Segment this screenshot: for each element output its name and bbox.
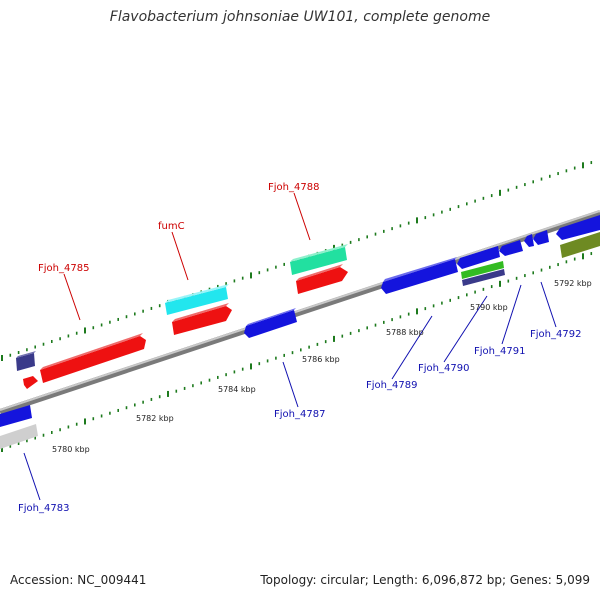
gene-fjoh-4785[interactable] [40,333,146,383]
gene-label-fjoh-4788: Fjoh_4788 [268,182,319,193]
gene-small-blue-4791[interactable] [524,234,534,247]
leader-fjoh-4792 [540,281,557,328]
gene-label-fjoh-4790: Fjoh_4790 [418,363,469,374]
scale-label-5782: 5782 kbp [136,414,174,423]
gene-fumc[interactable] [165,284,229,315]
gene-fjoh-4787[interactable] [244,308,297,338]
reverse-scale-ticks [1,252,593,452]
map-title: Flavobacterium johnsoniae UW101, complet… [109,9,491,25]
gene-red-under-fjoh-4788[interactable] [296,264,348,294]
genome-backbone [0,210,600,415]
leader-fjoh-4787 [282,361,299,408]
gene-fjoh-4790-green[interactable] [461,261,504,279]
scale-label-5786: 5786 kbp [302,355,340,364]
gene-fjoh-4790-navy[interactable] [462,269,505,286]
gene-fjoh-4783-silver[interactable] [0,424,38,449]
accession-text: Accession: NC_009441 [10,573,147,587]
scale-label-5780: 5780 kbp [52,445,90,454]
gene-fjoh-4789[interactable] [381,257,458,294]
gene-blue-right-edge[interactable] [556,215,600,240]
leader-fjoh-4791 [501,284,522,345]
leader-fjoh-4785 [63,273,81,321]
gene-fjoh-4791[interactable] [499,240,523,256]
leader-fjoh-4783 [23,452,41,501]
scale-label-5790: 5790 kbp [470,303,508,312]
gene-small-navy-forward[interactable] [16,351,36,371]
gene-fjoh-4788[interactable] [290,244,348,275]
gene-fjoh-4783-blue[interactable] [0,405,32,427]
scale-label-5792: 5792 kbp [554,279,592,288]
gene-olive-right-edge[interactable] [560,232,600,258]
gene-red-under-fumc[interactable] [172,303,232,335]
gene-label-fjoh-4785: Fjoh_4785 [38,263,89,274]
label-leader-lines [23,192,557,501]
scale-label-5788: 5788 kbp [386,328,424,337]
gene-label-fjoh-4789: Fjoh_4789 [366,380,417,391]
gene-fjoh-4792[interactable] [533,230,549,245]
leader-fjoh-4789 [391,315,433,380]
gene-label-fjoh-4791: Fjoh_4791 [474,346,525,357]
scale-label-5784: 5784 kbp [218,385,256,394]
gene-label-fumc: fumC [158,221,185,232]
gene-fjoh-4790-blue[interactable] [457,246,500,269]
gene-label-fjoh-4792: Fjoh_4792 [530,329,581,340]
leader-fjoh-4790 [443,295,488,363]
genome-stats-text: Topology: circular; Length: 6,096,872 bp… [260,573,590,587]
leader-fjoh-4788 [293,192,311,241]
gene-label-fjoh-4787: Fjoh_4787 [274,409,325,420]
leader-fumc [171,231,189,281]
gene-small-red-forward[interactable] [23,376,38,389]
gene-label-fjoh-4783: Fjoh_4783 [18,503,69,514]
genome-backbone-highlight [0,210,600,411]
